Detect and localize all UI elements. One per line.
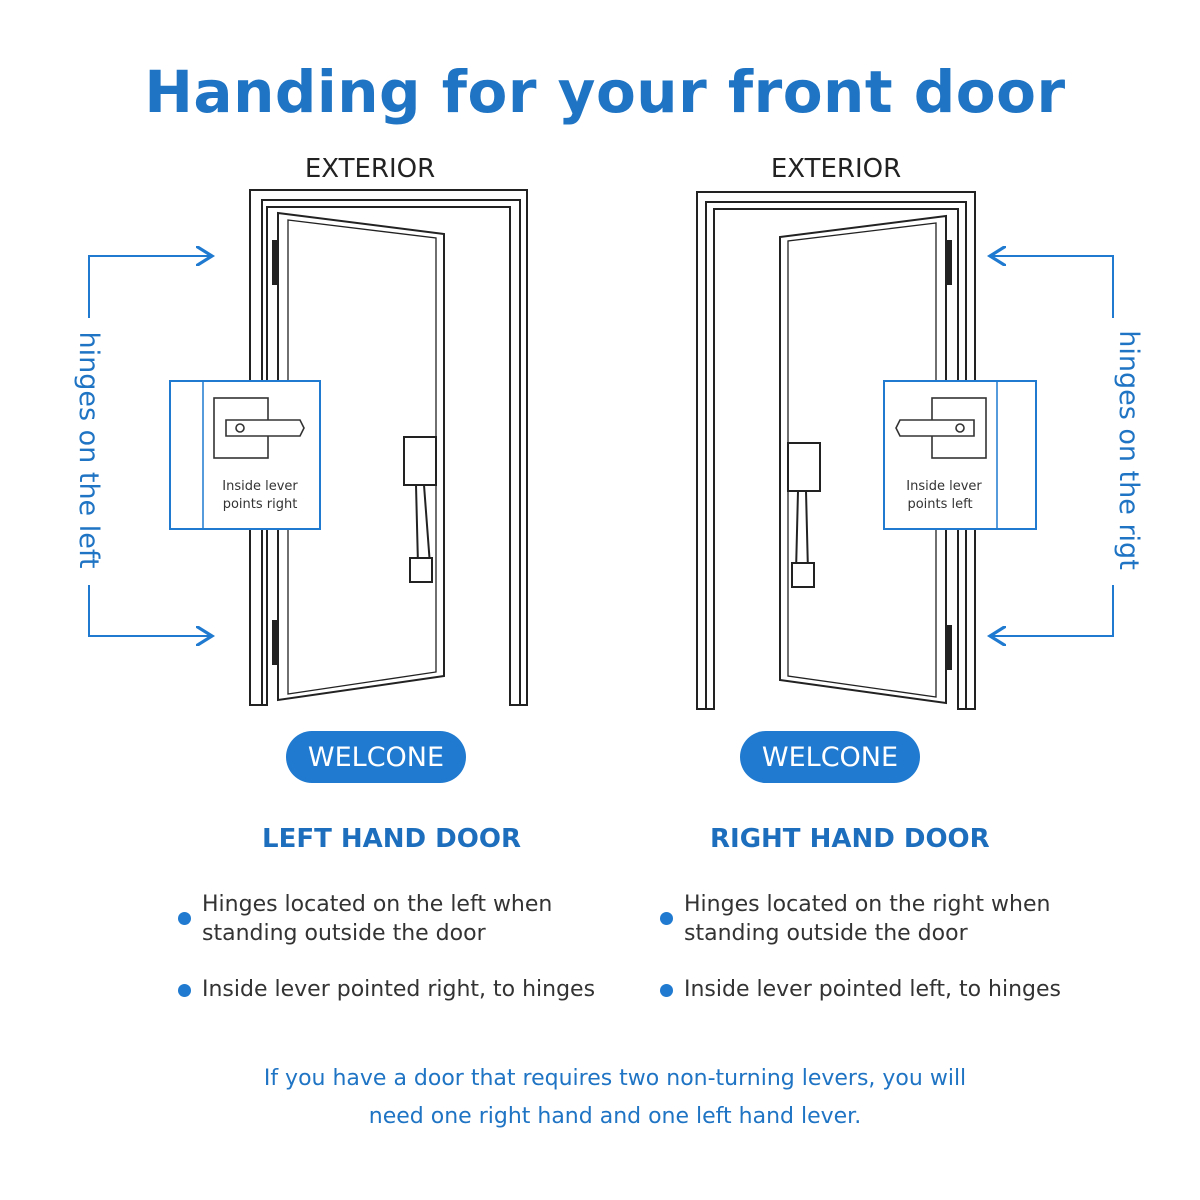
right-callout-line-1: Inside lever xyxy=(906,479,982,494)
right-bullet-1-line-2: standing outside the door xyxy=(684,921,968,946)
lever-left-icon xyxy=(895,397,987,459)
right-side-label: hinges on the rigt xyxy=(1113,330,1144,570)
bullet-dot xyxy=(660,912,673,925)
left-bullet-1-line-2: standing outside the door xyxy=(202,921,486,946)
left-bullet-1: Hinges located on the left when standing… xyxy=(202,890,552,948)
footer-line-1: If you have a door that requires two non… xyxy=(263,1066,967,1091)
left-bullet-2-line-1: Inside lever pointed right, to hinges xyxy=(202,977,596,1002)
page-title: Handing for your front door xyxy=(144,58,1066,126)
left-door-leaf xyxy=(277,211,445,702)
right-bracket-arrows xyxy=(990,256,1114,636)
right-brand-badge: WELCONE xyxy=(740,731,920,783)
left-lever-callout: Inside lever points right xyxy=(169,380,321,530)
right-callout-line-2: points left xyxy=(907,497,972,512)
left-bullet-1-line-1: Hinges located on the left when xyxy=(202,892,553,917)
right-bullet-2-line-1: Inside lever pointed left, to hinges xyxy=(684,977,1061,1002)
left-brand-badge: WELCONE xyxy=(286,731,466,783)
right-door-leaf xyxy=(779,214,947,705)
right-hinge-icon xyxy=(947,240,952,670)
bullet-dot xyxy=(660,984,673,997)
left-callout-line-2: points right xyxy=(223,497,298,512)
right-door-handle-icon xyxy=(787,442,821,588)
right-lever-callout: Inside lever points left xyxy=(883,380,1037,530)
left-bracket-arrows xyxy=(88,256,212,636)
right-hand-door-heading: RIGHT HAND DOOR xyxy=(710,824,990,854)
left-exterior-label: EXTERIOR xyxy=(305,154,435,184)
right-exterior-label: EXTERIOR xyxy=(771,154,901,184)
left-callout-line-1: Inside lever xyxy=(222,479,298,494)
right-bullet-2: Inside lever pointed left, to hinges xyxy=(684,975,1061,1004)
left-hand-door-heading: LEFT HAND DOOR xyxy=(262,824,521,854)
left-hinge-icon xyxy=(272,240,277,665)
left-side-label: hinges on the left xyxy=(73,332,104,569)
footer-note: If you have a door that requires two non… xyxy=(150,1060,1080,1136)
lever-right-icon xyxy=(213,397,305,459)
left-door-handle-icon xyxy=(403,436,437,583)
right-bullet-1-line-1: Hinges located on the right when xyxy=(684,892,1051,917)
right-bullet-1: Hinges located on the right when standin… xyxy=(684,890,1050,948)
footer-line-2: need one right hand and one left hand le… xyxy=(368,1104,862,1129)
bullet-dot xyxy=(178,912,191,925)
left-bullet-2: Inside lever pointed right, to hinges xyxy=(202,975,595,1004)
bullet-dot xyxy=(178,984,191,997)
